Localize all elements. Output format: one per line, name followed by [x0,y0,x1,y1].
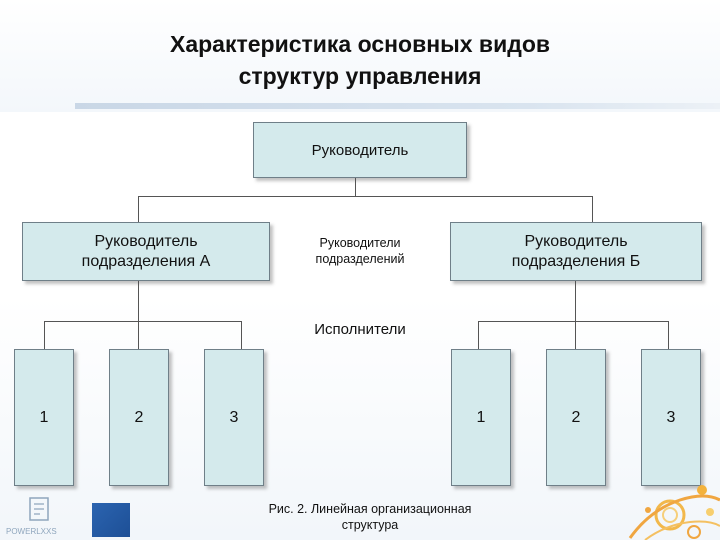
connector-right-unit-1-drop [478,321,479,349]
executors-label: Исполнители [314,321,406,338]
figure-caption: Рис. 2. Линейная организационная структу… [268,502,472,532]
left-unit-2-label: 2 [134,408,144,426]
right-unit-1-box: 1 [451,349,511,486]
powerlxxs-logo: POWERLXXS [0,490,80,540]
logo-icon: POWERLXXS [6,497,57,536]
left-unit-2-box: 2 [109,349,169,486]
connector-left-manager-down [138,281,139,321]
connector-right-manager-down [575,281,576,321]
left-unit-1-label: 1 [39,408,49,426]
connector-left-units-horizontal [44,321,242,322]
blue-square-decoration [92,503,130,537]
top-manager-label: Руководитель [311,141,409,159]
connector-right-unit-3-drop [668,321,669,349]
swirl-decoration [628,485,720,540]
left-manager-box: Руководитель подразделения А [22,222,270,281]
connector-left-unit-2-drop [138,321,139,349]
connector-left-drop [138,196,139,222]
title-line-2: структур управления [238,63,482,89]
connector-right-drop [592,196,593,222]
right-unit-2-box: 2 [546,349,606,486]
left-manager-label: Руководитель подразделения А [81,232,211,270]
connector-top-vertical [355,178,356,196]
left-unit-3-box: 3 [204,349,264,486]
slide-title: Характеристика основных видов структур у… [130,28,590,92]
connector-left-unit-1-drop [44,321,45,349]
right-unit-2-label: 2 [571,408,581,426]
right-manager-box: Руководитель подразделения Б [450,222,702,281]
logo-text: POWERLXXS [6,527,57,536]
connector-left-unit-3-drop [241,321,242,349]
right-unit-3-label: 3 [666,408,676,426]
header-divider [75,103,720,109]
right-unit-3-box: 3 [641,349,701,486]
right-manager-label: Руководитель подразделения Б [511,232,641,270]
title-line-1: Характеристика основных видов [169,31,551,57]
left-unit-1-box: 1 [14,349,74,486]
right-unit-1-label: 1 [476,408,486,426]
header-band [0,0,720,112]
connector-top-horizontal [138,196,593,197]
left-unit-3-label: 3 [229,408,239,426]
connector-right-units-horizontal [478,321,669,322]
top-manager-box: Руководитель [253,122,467,178]
connector-right-unit-2-drop [575,321,576,349]
middle-managers-label: Руководители подразделений [315,236,405,266]
